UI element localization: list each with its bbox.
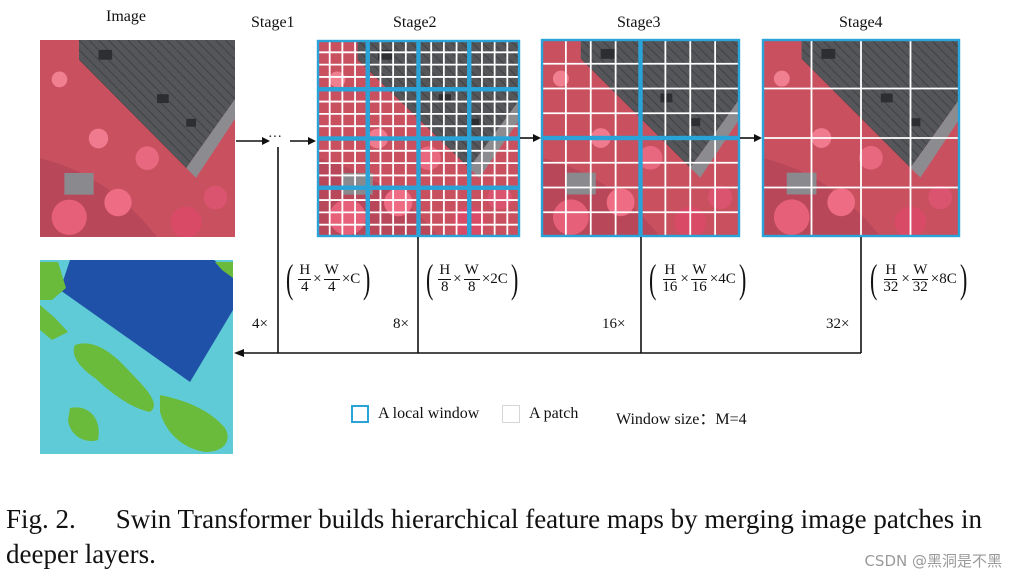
local-window	[367, 138, 419, 188]
formula-num: H	[438, 261, 452, 280]
formula-den: 8	[441, 278, 449, 295]
local-window	[469, 89, 521, 139]
caption-text: Swin Transformer builds hierarchical fea…	[6, 504, 983, 569]
times-sign: ×	[680, 270, 689, 287]
formula-den: 8	[467, 278, 476, 295]
legend-window-label: A local window	[378, 405, 480, 422]
formula-num: W	[463, 261, 480, 280]
times-sign: ×	[313, 270, 322, 287]
local-window	[316, 39, 368, 90]
stage2-patch-grid	[316, 39, 521, 238]
local-window	[418, 138, 470, 188]
formula-den: 16	[691, 278, 707, 295]
formula-num: W	[912, 261, 929, 280]
stage3-label: Stage3	[617, 14, 661, 31]
legend-window-size: Window size：M=4	[616, 411, 747, 428]
legend-window-swatch	[351, 405, 369, 423]
local-window	[418, 89, 470, 139]
local-window	[469, 187, 521, 238]
formula-num: H	[884, 261, 898, 280]
formula-tail: ×8C	[930, 270, 957, 287]
local-window	[316, 138, 368, 188]
flow-arrows	[234, 134, 862, 357]
formula-num: H	[298, 261, 312, 280]
formula-num: W	[691, 261, 708, 280]
local-window	[418, 39, 470, 90]
local-window	[540, 38, 641, 139]
formula-den: 16	[662, 278, 678, 295]
formula-tail: ×4C	[709, 270, 736, 287]
legend-patch-label: A patch	[529, 405, 579, 422]
local-window	[469, 39, 521, 90]
formula-den: 4	[301, 278, 309, 295]
figure-caption: Fig. 2.Swin Transformer builds hierarchi…	[6, 502, 1011, 572]
formula-den: 32	[883, 278, 899, 295]
stage3-patch-grid	[540, 38, 741, 238]
times-sign: ×	[901, 270, 910, 287]
local-window	[469, 138, 521, 188]
stage4-label: Stage4	[839, 14, 883, 31]
local-window	[316, 89, 368, 139]
local-window	[640, 137, 741, 238]
scale-16x: 16×	[602, 316, 626, 332]
local-window	[418, 187, 470, 238]
local-window	[367, 89, 419, 139]
formula-den: 32	[912, 278, 928, 295]
times-sign: ×	[453, 270, 462, 287]
stage1-label: Stage1	[251, 14, 295, 31]
formula-num: H	[663, 261, 677, 280]
input-image	[40, 40, 235, 237]
formula-tail: ×C	[341, 270, 361, 287]
scale-8x: 8×	[393, 316, 409, 332]
stage4-patch-grid	[761, 38, 961, 238]
legend-patch-swatch	[502, 405, 520, 423]
formula-den: 4	[327, 278, 336, 295]
caption-fig-number: Fig. 2.	[6, 504, 76, 534]
scale-32x: 32×	[826, 316, 850, 332]
local-window	[640, 38, 741, 139]
stage2-label: Stage2	[393, 14, 437, 31]
formula-tail: ×2C	[481, 270, 508, 287]
formula-num: W	[323, 261, 340, 280]
scale-4x: 4×	[252, 316, 268, 332]
segmentation-output	[40, 260, 233, 454]
watermark: CSDN @黑洞是不黑	[864, 552, 1002, 570]
stage1-ellipsis: ···	[268, 130, 282, 145]
local-window	[367, 39, 419, 90]
image-label: Image	[106, 8, 146, 25]
local-window	[761, 38, 961, 238]
local-window	[540, 137, 641, 238]
local-window	[316, 187, 368, 238]
local-window	[367, 187, 419, 238]
